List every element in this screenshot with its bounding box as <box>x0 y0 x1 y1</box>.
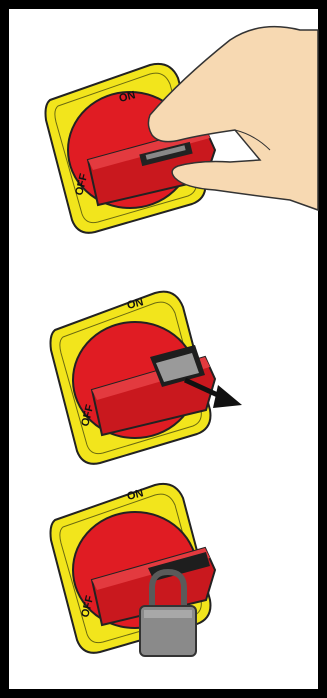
step-2-panel: ON OFF <box>0 245 327 475</box>
step-1-panel: ON OFF <box>0 10 327 240</box>
step-3-panel: ON OFF <box>0 460 327 690</box>
